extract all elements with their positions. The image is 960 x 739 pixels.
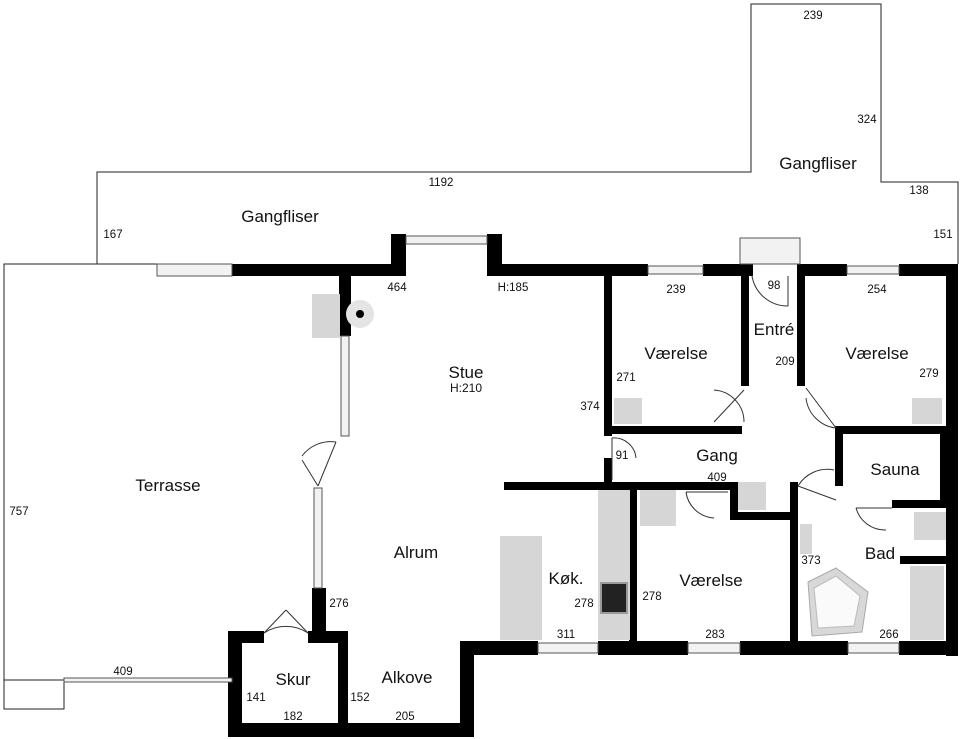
cabinet <box>738 482 766 510</box>
door <box>797 468 837 501</box>
door <box>713 389 745 423</box>
dimension-label: 271 <box>616 372 635 384</box>
room-label-skur: Skur <box>276 670 311 689</box>
dimension-label: 152 <box>350 692 369 704</box>
dimension-label: 167 <box>103 229 122 241</box>
room-label-vaerelse: Værelse <box>679 571 742 590</box>
dimension-label: 464 <box>387 282 407 294</box>
window <box>313 487 323 589</box>
window <box>63 677 233 683</box>
dimension-label: 373 <box>801 555 820 567</box>
room-label-bad: Bad <box>865 544 895 563</box>
room-label-stue: Stue <box>449 363 484 382</box>
cabinet <box>640 490 676 526</box>
door <box>685 491 728 519</box>
room-label-entre: Entré <box>754 320 795 339</box>
dimension-label: 278 <box>642 591 661 603</box>
door <box>301 441 337 487</box>
sink-icon <box>914 512 946 540</box>
room-label-gangfliser: Gangfliser <box>779 154 857 173</box>
window <box>847 642 900 654</box>
exterior-walls <box>228 234 958 737</box>
room-height-stue: H:210 <box>450 381 482 395</box>
dimension-label: 98 <box>768 280 781 292</box>
dimension-label: 324 <box>857 114 877 126</box>
room-label-alkove: Alkove <box>381 668 432 687</box>
dimension-label: 1192 <box>429 177 454 189</box>
dimension-label: 91 <box>616 450 629 462</box>
dimension-label: 239 <box>803 10 822 22</box>
dimension-label: 266 <box>879 629 898 641</box>
dimension-label: 209 <box>775 356 794 368</box>
door <box>611 437 637 480</box>
dimension-label: 757 <box>9 506 28 518</box>
door <box>805 387 837 429</box>
window <box>156 263 233 277</box>
room-label-koekken: Køk. <box>549 569 584 588</box>
dimension-label: 138 <box>909 185 928 197</box>
kitchen-counter <box>500 536 542 640</box>
room-label-vaerelse: Værelse <box>845 344 908 363</box>
dimension-label: H:185 <box>498 282 529 294</box>
cooktop-icon <box>602 584 626 612</box>
dimension-label: 283 <box>705 629 724 641</box>
room-label-terrasse: Terrasse <box>135 476 200 495</box>
toilet-icon <box>800 524 812 554</box>
room-label-alrum: Alrum <box>394 543 438 562</box>
doors <box>263 275 892 634</box>
window <box>739 237 801 265</box>
door <box>751 275 789 307</box>
window <box>405 235 488 245</box>
door <box>263 609 309 634</box>
window <box>846 265 900 275</box>
bathtub-basin-icon <box>813 575 861 629</box>
dimension-label: 409 <box>113 666 132 678</box>
dimension-label: 141 <box>246 692 265 704</box>
dimension-label: 182 <box>283 711 302 723</box>
paving-outline <box>96 3 959 264</box>
room-label-gangfliser: Gangfliser <box>241 207 319 226</box>
desk <box>912 398 942 424</box>
interior-walls <box>504 276 953 642</box>
bath-cabinet <box>910 566 944 640</box>
dimension-label: 276 <box>329 598 348 610</box>
dimension-label: 278 <box>574 598 593 610</box>
dimension-label: 254 <box>867 284 887 296</box>
room-label-gang: Gang <box>696 446 738 465</box>
kitchen-cabinets <box>598 490 630 640</box>
room-label-sauna: Sauna <box>870 460 920 479</box>
dimension-label: 374 <box>580 401 600 413</box>
dimension-label: 205 <box>395 711 414 723</box>
door <box>855 507 892 531</box>
window <box>687 642 741 654</box>
chimney-flue-icon <box>356 310 364 318</box>
dimension-label: 239 <box>666 284 685 296</box>
dimension-label: 311 <box>557 629 575 641</box>
window <box>340 335 350 437</box>
dimension-label: 279 <box>919 368 938 380</box>
room-labels: Gangfliser Gangfliser Terrasse Stue H:21… <box>135 154 920 689</box>
desk <box>614 398 642 424</box>
window <box>537 642 599 654</box>
stove <box>312 294 340 338</box>
windows <box>63 235 900 683</box>
fixtures <box>312 294 946 640</box>
dimension-label: 409 <box>707 472 726 484</box>
room-label-vaerelse: Værelse <box>644 344 707 363</box>
window <box>647 265 704 275</box>
dimension-label: 151 <box>933 229 952 241</box>
dimension-labels: 239 324 1192 138 167 151 464 H:185 239 9… <box>9 10 952 723</box>
